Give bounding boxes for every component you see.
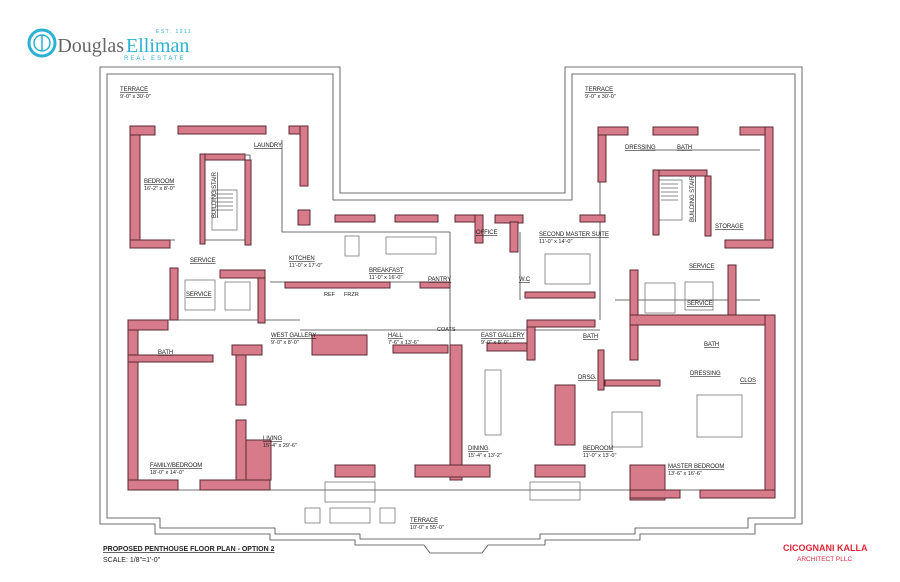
label-kitchen: KITCHEN (289, 256, 315, 262)
label-master-bedroom: MASTER BEDROOM (668, 464, 724, 470)
douglas-elliman-logo: Douglas Elliman EST. 1911 REAL ESTATE (27, 28, 192, 62)
svg-text:15'-4" x 29'-6": 15'-4" x 29'-6" (263, 443, 297, 449)
logo-established: EST. 1911 (156, 29, 192, 35)
terrace-table (529, 481, 581, 501)
label-service-elev-west: SERVICE (186, 292, 212, 298)
architect-name: CICOGNANI KALLA (783, 543, 868, 553)
svg-text:10'-0" x 55'-0": 10'-0" x 55'-0" (410, 525, 444, 531)
svg-text:9'-0" x 8'-0": 9'-0" x 8'-0" (481, 340, 509, 346)
label-bath-mid: BATH (583, 334, 598, 340)
svg-text:15'-4" x 13'-2": 15'-4" x 13'-2" (468, 453, 502, 459)
terrace-outline (99, 66, 803, 554)
label-bath-se: BATH (704, 342, 719, 348)
plan-scale: SCALE: 1/8"=1'-0" (103, 557, 161, 564)
label-living: LIVING (263, 436, 283, 442)
architect-subtitle: ARCHITECT PLLC (797, 556, 852, 563)
bedroom-bed (611, 411, 643, 448)
label-storage: STORAGE (715, 224, 744, 230)
svg-text:11'-0" x 14'-0": 11'-0" x 14'-0" (539, 239, 572, 245)
label-frzr: FRZR (344, 292, 359, 298)
logo-elliman: Elliman (126, 35, 189, 57)
walls (127, 125, 776, 501)
label-service-elev-east: SERVICE (687, 301, 713, 307)
label-stair-east: BUILDING STAIR (690, 175, 696, 222)
label-laundry: LAUNDRY (254, 143, 282, 149)
label-pantry: PANTRY (428, 277, 451, 283)
label-terrace-east: TERRACE (585, 87, 613, 93)
svg-text:16'-2" x 8'-0": 16'-2" x 8'-0" (144, 186, 175, 192)
logo-tagline: REAL ESTATE (124, 56, 186, 62)
label-hall: HALL (388, 333, 403, 339)
label-ref: REF (324, 292, 336, 298)
svg-text:11'-0" x 16'-0": 11'-0" x 16'-0" (369, 275, 402, 281)
label-dressing-ne: DRESSING (625, 145, 656, 151)
terrace-sofa (324, 481, 376, 503)
label-stair-west: BUILDING STAIR (212, 171, 218, 218)
master-bed (696, 394, 743, 438)
logo-emblem-icon (27, 28, 57, 58)
svg-text:9'-0" x 8'-0": 9'-0" x 8'-0" (271, 340, 299, 346)
label-family-bedroom: FAMILY/BEDROOM (150, 463, 202, 469)
svg-text:11'-0" x 13'-0": 11'-0" x 13'-0" (583, 453, 616, 459)
label-terrace-west: TERRACE (120, 87, 148, 93)
label-bedroom-west: BEDROOM (144, 179, 174, 185)
svg-text:13'-6" x 16'-6": 13'-6" x 16'-6" (668, 471, 702, 477)
svg-text:7'-6" x 13'-6": 7'-6" x 13'-6" (388, 340, 419, 346)
label-clos: CLOS (740, 378, 756, 384)
label-terrace-south: TERRACE (410, 518, 438, 524)
label-office: OFFICE (476, 230, 497, 236)
second-master-bed (544, 253, 591, 285)
svg-text:9'-0" x 30'-0": 9'-0" x 30'-0" (585, 94, 616, 100)
label-bath-west: BATH (158, 350, 173, 356)
label-dressing-se: DRESSING (690, 371, 721, 377)
label-wc: W.C (519, 277, 531, 283)
room-labels: TERRACE 9'-0" x 30'-0" TERRACE 9'-0" x 3… (120, 87, 756, 531)
label-bath-ne: BATH (677, 145, 692, 151)
svg-text:11'-0" x 17'-0": 11'-0" x 17'-0" (289, 263, 322, 269)
dining-table (484, 369, 502, 436)
label-dining: DINING (468, 446, 489, 452)
label-second-master: SECOND MASTER SUITE (539, 232, 609, 238)
svg-text:9'-0" x 30'-0": 9'-0" x 30'-0" (120, 94, 151, 100)
plan-title: PROPOSED PENTHOUSE FLOOR PLAN - OPTION 2 (103, 546, 275, 553)
label-service-west: SERVICE (190, 258, 216, 264)
svg-text:18'-0" x 14'-0": 18'-0" x 14'-0" (150, 470, 184, 476)
furniture (184, 235, 743, 524)
label-drsg: DRSG. (578, 375, 597, 381)
breakfast-table (385, 236, 437, 255)
label-coats: COATS (437, 327, 456, 333)
label-service-east: SERVICE (689, 264, 715, 270)
label-west-gallery: WEST GALLERY (271, 333, 316, 339)
logo-douglas: Douglas (57, 35, 124, 57)
label-east-gallery: EAST GALLERY (481, 333, 525, 339)
label-breakfast: BREAKFAST (369, 268, 404, 274)
label-bedroom-se: BEDROOM (583, 446, 613, 452)
